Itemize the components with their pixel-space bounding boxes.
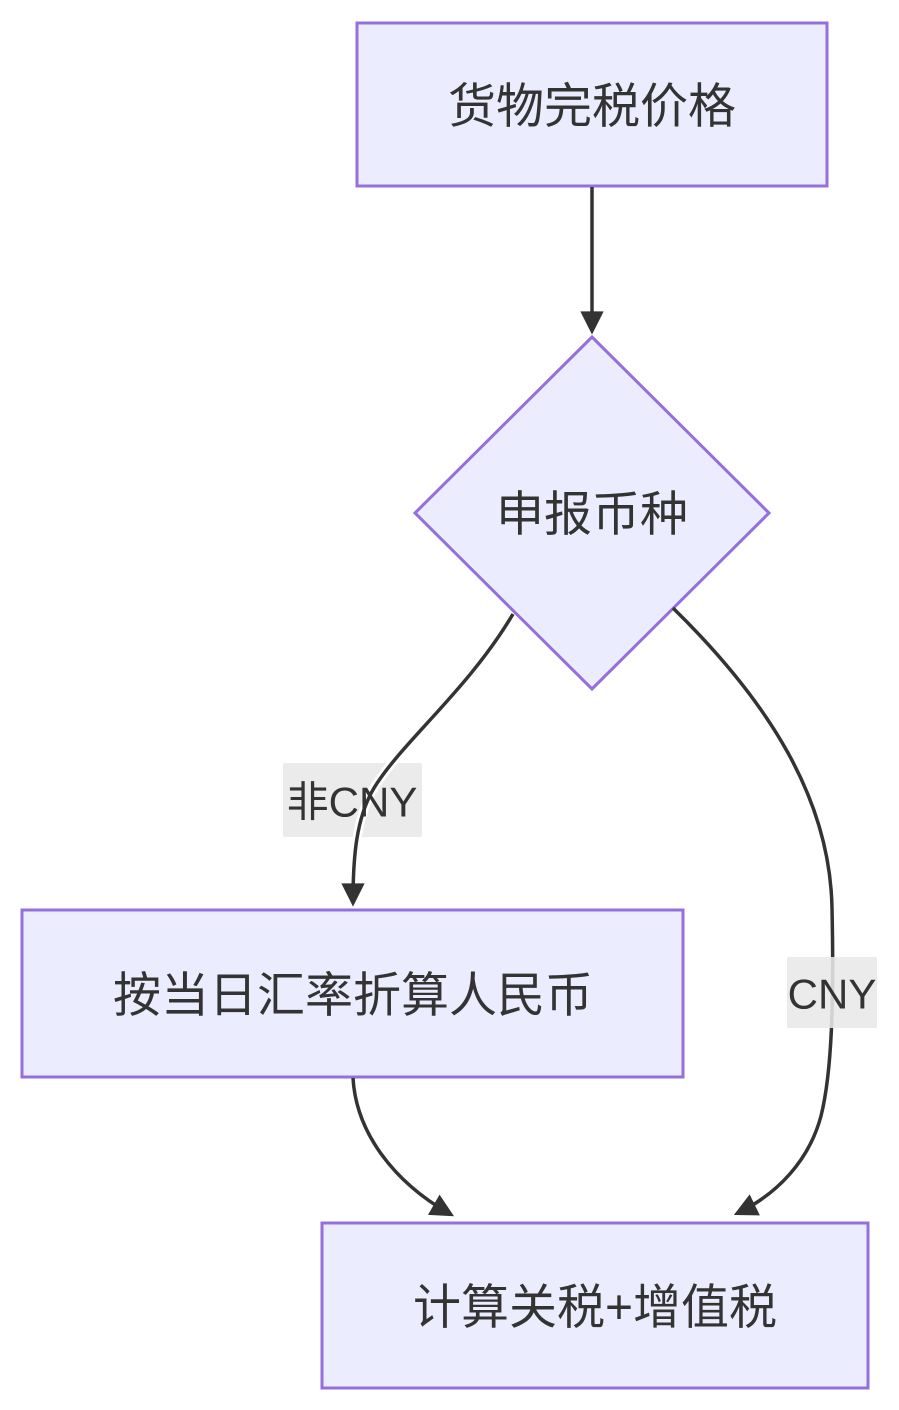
edge-label-cny-bg xyxy=(787,957,877,1028)
edge-currency-to-calctax xyxy=(671,606,835,1216)
node-convert-rmb-shape xyxy=(20,908,685,1079)
node-dutiable-value-shape xyxy=(355,21,829,188)
edge-label-non-cny-bg xyxy=(283,763,422,837)
edge-currency-to-convert-halo xyxy=(348,611,517,903)
node-convert-rmb-label: 按当日汇率折算人民币 xyxy=(113,970,593,1023)
edge-currency-to-convert xyxy=(341,613,515,907)
edge-convert-to-calctax xyxy=(351,1077,455,1217)
node-calc-tax-shape xyxy=(320,1221,870,1390)
edge-label-non-cny: 非CNY xyxy=(287,779,418,826)
node-declared-currency-label: 申报币种 xyxy=(496,489,688,542)
node-dutiable-value-label: 货物完税价格 xyxy=(448,81,736,134)
edge-label-cny: CNY xyxy=(788,971,877,1018)
node-declared-currency-diamond xyxy=(412,334,772,692)
node-calc-tax-label: 计算关税+增值税 xyxy=(413,1282,777,1335)
